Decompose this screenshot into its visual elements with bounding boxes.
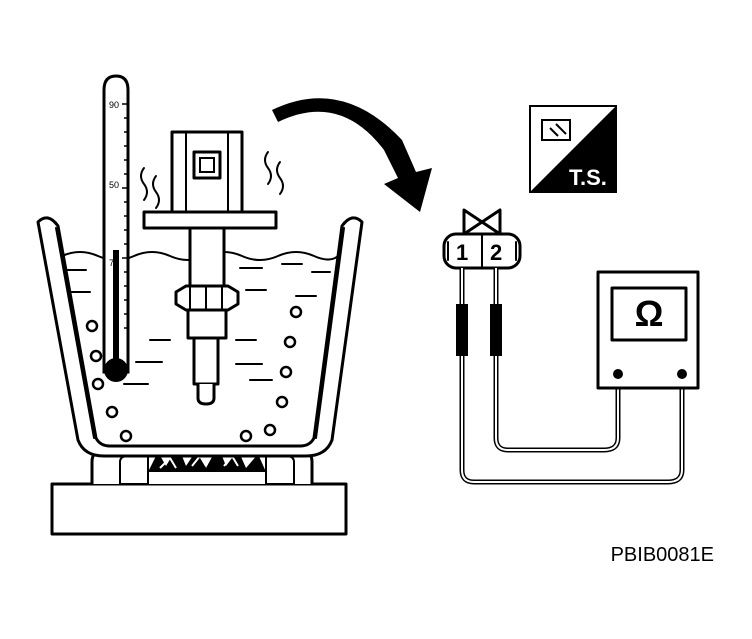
thermometer-mark: 70 [109, 258, 119, 268]
figure-code: PBIB0081E [610, 544, 714, 566]
ts-badge: T.S. [529, 105, 617, 193]
ohm-icon: Ω [635, 293, 664, 334]
ts-badge-label: T.S. [569, 165, 607, 190]
thermometer: 90 50 70 [102, 74, 130, 382]
temperature-sensor [142, 130, 278, 406]
connector-pin-2: 2 [490, 240, 502, 265]
connector-icon [541, 119, 571, 141]
thermometer-mark: 50 [109, 180, 119, 190]
probe-leads [456, 268, 685, 485]
heat-wave-icon [140, 151, 284, 209]
curved-arrow-icon [272, 98, 432, 212]
sensor-connector: 1 2 [442, 208, 522, 270]
bubbles [85, 305, 303, 443]
ohmmeter: Ω [596, 270, 700, 390]
thermometer-mark: 90 [109, 100, 119, 110]
connector-pin-1: 1 [456, 240, 468, 265]
water-pot [36, 216, 364, 458]
